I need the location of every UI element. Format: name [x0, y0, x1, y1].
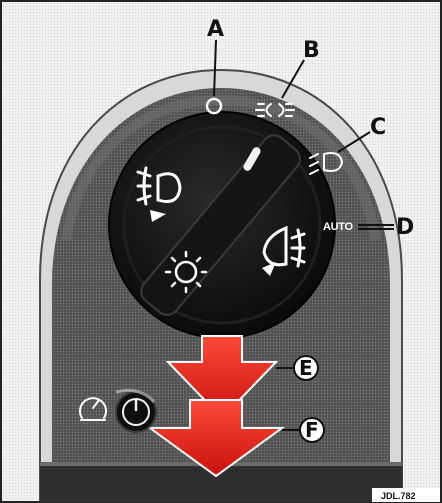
callout-d: D	[396, 215, 414, 240]
front-fog-indicator-icon	[150, 210, 166, 222]
rear-fog-lamp-icon	[262, 225, 306, 268]
dial-grip[interactable]	[136, 130, 304, 319]
panel-upper-band	[61, 94, 381, 241]
callout-e: E	[299, 356, 313, 380]
instrument-dimmer-icon	[79, 397, 107, 421]
side-lamps-icon	[255, 103, 295, 117]
headlamp-leveling-knob-icon[interactable]	[115, 388, 157, 433]
callout-f: F	[305, 418, 319, 442]
reference-code: JDL.782	[381, 491, 416, 501]
rear-fog-indicator-icon	[262, 262, 276, 276]
lamp-bulb-icon	[164, 250, 208, 294]
callout-lines	[213, 39, 394, 230]
auto-label: AUTO	[323, 221, 354, 233]
callout-a: A	[207, 17, 224, 42]
headlamp-icon	[309, 152, 344, 175]
reference-code-box	[372, 488, 440, 502]
dial-pointer-icon	[243, 147, 261, 171]
callout-c: C	[370, 115, 386, 140]
callout-b: B	[303, 38, 320, 63]
pull-arrow-f-icon	[146, 399, 286, 478]
off-circle-icon	[205, 97, 223, 115]
front-fog-lamp-icon	[136, 166, 182, 206]
push-arrow-e-icon	[165, 335, 279, 420]
rotary-dial-ring	[122, 125, 322, 325]
